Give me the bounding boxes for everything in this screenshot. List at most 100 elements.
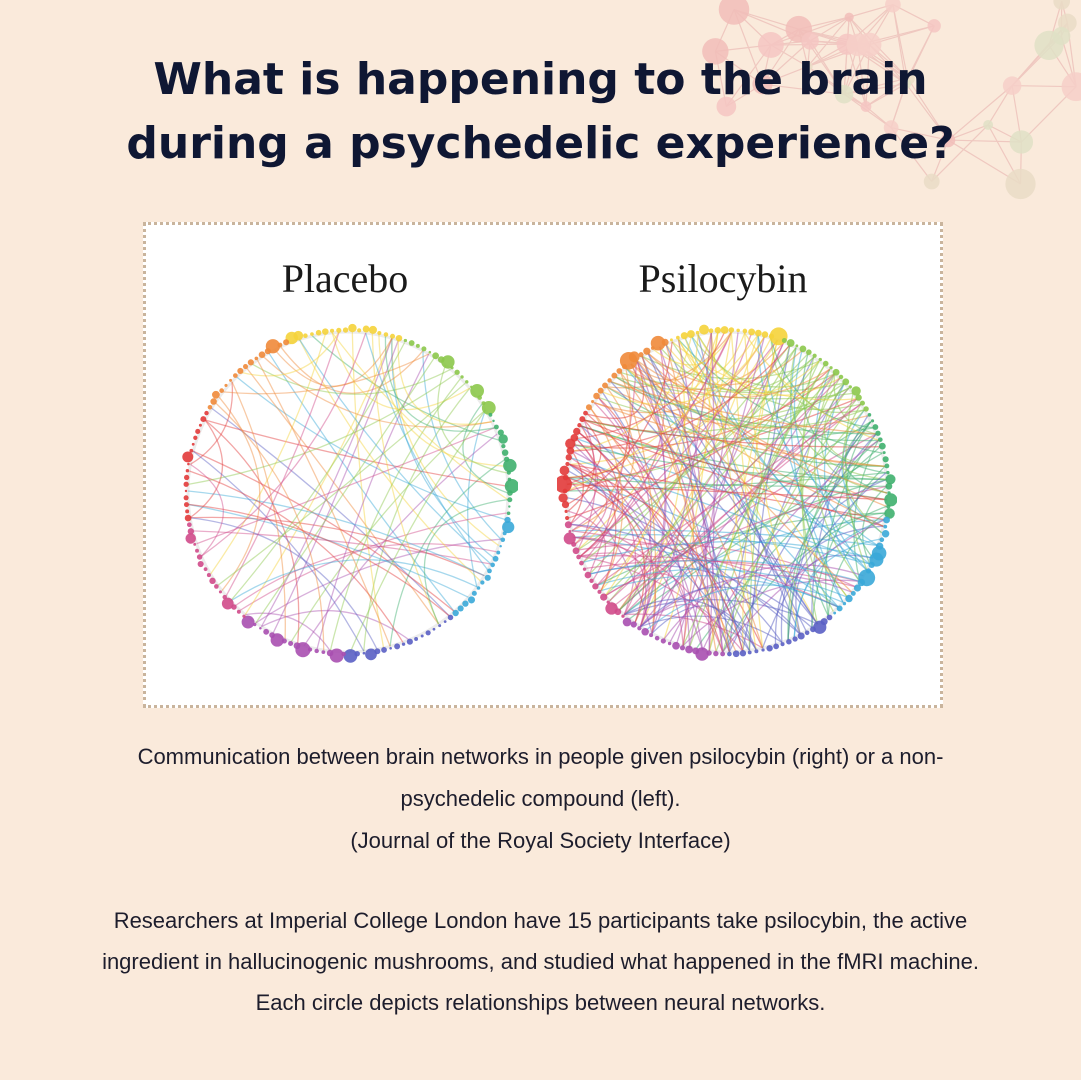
connection-line [601, 336, 766, 405]
connection-line [569, 463, 744, 652]
connection-line [651, 332, 712, 634]
network-node [342, 327, 349, 333]
network-node [565, 454, 572, 461]
network-node [680, 332, 688, 340]
network-node [564, 521, 572, 529]
network-node [498, 434, 508, 444]
network-node [237, 367, 244, 375]
network-node [214, 584, 219, 589]
network-node [628, 351, 640, 363]
network-node [222, 594, 227, 600]
connection-line [316, 353, 430, 650]
caption-line-1: Communication between brain networks in … [137, 744, 944, 769]
connection-line [583, 419, 887, 501]
network-node [875, 430, 881, 436]
connection-line [231, 381, 286, 640]
network-node [187, 462, 190, 466]
network-node [584, 571, 592, 579]
network-node [720, 326, 729, 334]
network-node [1061, 72, 1081, 102]
network-node [1053, 0, 1071, 10]
network-node [838, 374, 844, 380]
network-node [389, 646, 392, 650]
connection-line [239, 512, 507, 611]
network-node [781, 338, 787, 343]
network-node [236, 609, 241, 614]
network-node [676, 335, 680, 340]
connection-line [329, 377, 462, 652]
network-node [589, 578, 594, 583]
connection-line [331, 332, 509, 501]
network-node [570, 434, 579, 442]
network-node [365, 648, 377, 661]
network-node [1009, 130, 1034, 154]
connection-line [571, 530, 839, 608]
connection-line [290, 409, 486, 642]
network-node [754, 329, 762, 337]
network-node [786, 638, 792, 645]
connection-line [813, 373, 861, 582]
connection-line [640, 574, 853, 628]
network-node [195, 428, 201, 434]
connection-line [688, 364, 826, 648]
network-node [564, 509, 568, 513]
connection-line [280, 346, 424, 394]
network-node [660, 638, 666, 644]
network-node [669, 338, 673, 342]
network-node [191, 442, 195, 446]
network-node [558, 493, 568, 503]
connection-line [663, 332, 712, 640]
network-node [812, 353, 817, 358]
psilocybin-label: Psilocybin [638, 256, 808, 301]
network-node [377, 330, 382, 336]
connection-line [384, 336, 495, 432]
network-node [182, 451, 194, 463]
network-node [185, 509, 190, 514]
network-node [183, 481, 189, 487]
network-node [802, 61, 813, 72]
network-node [293, 330, 304, 341]
network-node [508, 505, 511, 508]
network-node [259, 626, 262, 630]
connection-line [604, 360, 820, 597]
network-node [886, 470, 890, 475]
connection-line [610, 381, 819, 625]
network-node [269, 632, 275, 638]
network-node [582, 567, 587, 571]
network-edge [843, 17, 850, 95]
network-edge [865, 83, 907, 108]
network-node [591, 399, 595, 404]
network-node [667, 641, 672, 646]
connection-line [600, 575, 839, 608]
network-node [503, 458, 517, 473]
network-node [637, 626, 642, 631]
network-node [593, 392, 600, 400]
network-node [362, 651, 366, 655]
network-node [502, 531, 507, 536]
network-node [846, 33, 869, 57]
connection-line [572, 344, 791, 452]
network-node [868, 561, 875, 569]
caption-source: (Journal of the Royal Society Interface) [350, 828, 731, 853]
connection-line [682, 364, 826, 647]
network-node [882, 456, 889, 463]
network-node [206, 573, 211, 578]
connection-line [787, 421, 872, 640]
connection-line [246, 367, 440, 625]
connection-line [730, 332, 764, 649]
network-edge [892, 4, 907, 84]
network-node [826, 614, 833, 621]
network-node [616, 368, 623, 374]
network-node [572, 547, 580, 555]
network-node [336, 327, 342, 333]
connection-line [192, 450, 365, 652]
page-title: What is happening to the brain during a … [0, 48, 1081, 176]
network-node [357, 328, 362, 333]
network-node [490, 562, 495, 568]
connection-line [218, 396, 261, 592]
network-node [884, 493, 897, 507]
network-node [283, 339, 290, 346]
connection-line [371, 333, 440, 625]
title-line-2: during a psychedelic experience? [126, 118, 955, 169]
network-node [425, 630, 431, 636]
